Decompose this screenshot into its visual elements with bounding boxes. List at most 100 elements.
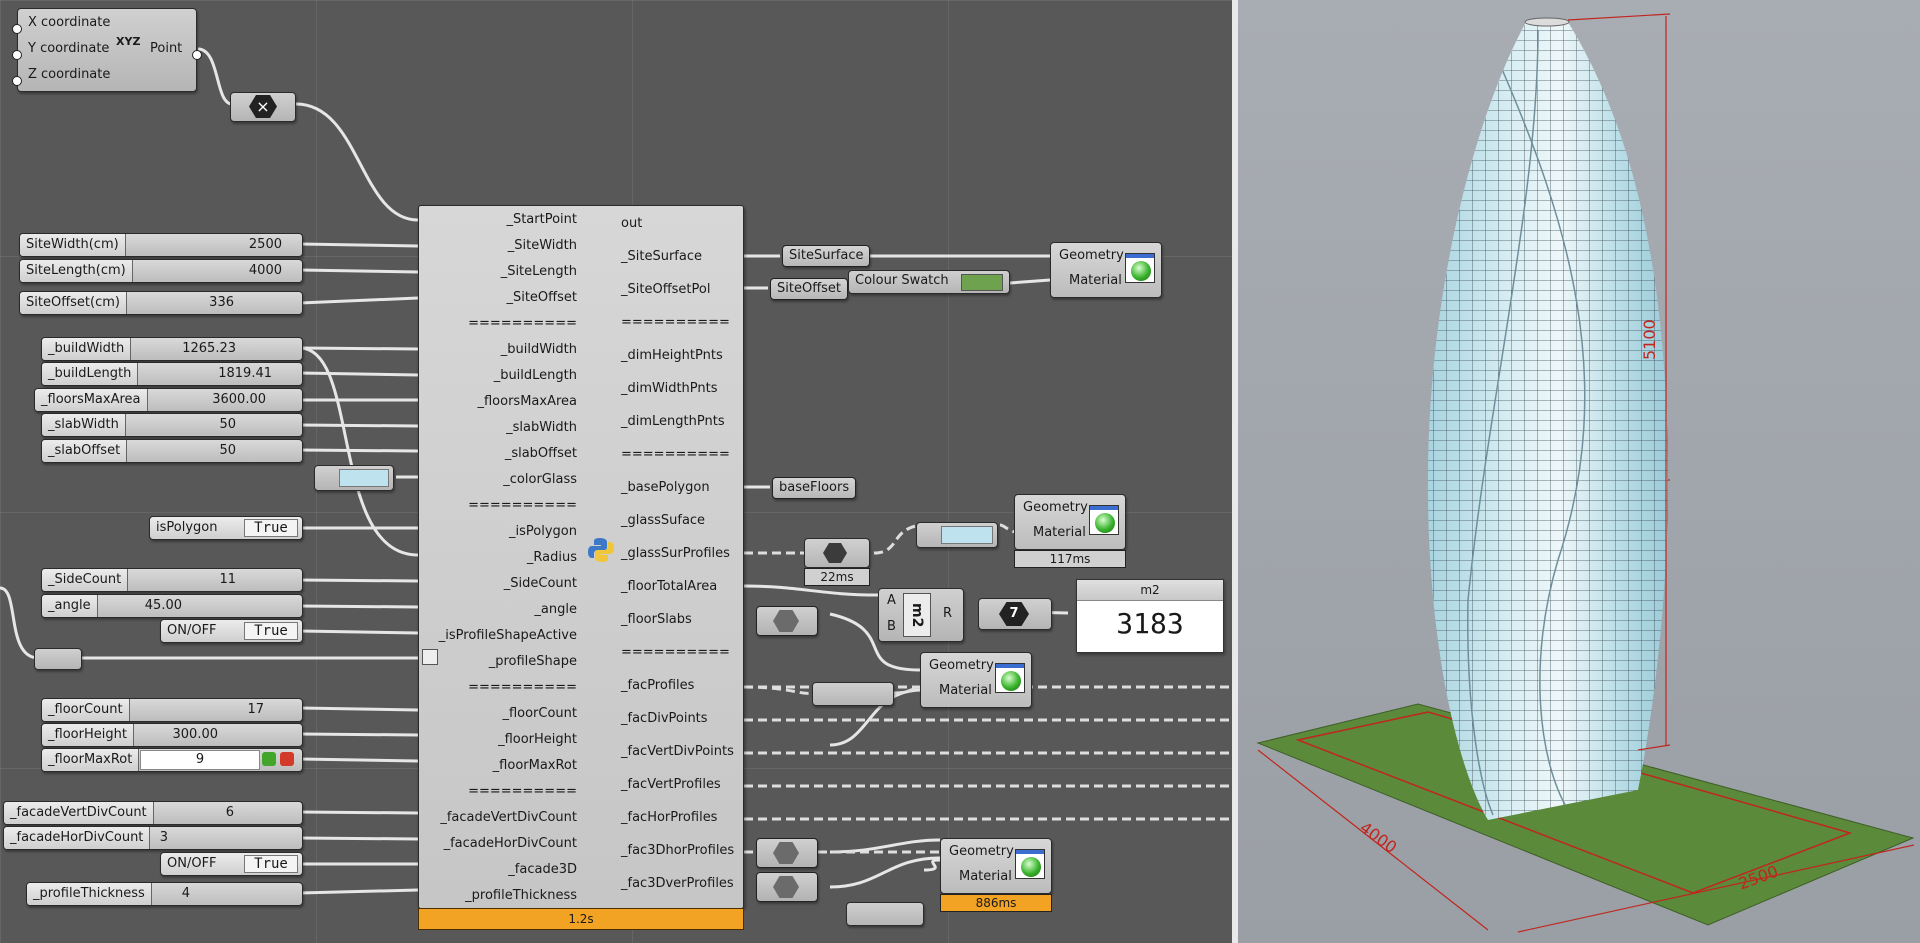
accept-icon[interactable] [262,752,276,766]
side-count-slider[interactable]: _SideCount 11 [41,568,303,592]
input-separator: ========== [468,680,577,695]
height-dimension-label: 5100 [1640,319,1659,360]
site-length-slider[interactable]: SiteLength(cm) 4000 [19,259,303,283]
base-floors-param[interactable]: baseFloors [772,477,857,499]
material-input-label: Material [1033,525,1086,540]
preview-icon [1089,505,1119,535]
input-b-label: B [887,619,896,634]
colour-swatch-component[interactable]: Colour Swatch [848,270,1010,294]
site-surface-param[interactable]: SiteSurface [782,245,871,267]
facade-hor-div-slider[interactable]: _facadeHorDivCount 3 [3,826,303,850]
x-input-port[interactable] [12,24,22,34]
preview-icon [1125,253,1155,283]
input-profile-thickness: _profileThickness [465,888,577,903]
output-dim-width-pnts: _dimWidthPnts [621,381,718,396]
custom-preview-site[interactable]: Geometry Material [1050,242,1162,298]
cancel-icon[interactable] [280,752,294,766]
profile-thickness-slider[interactable]: _profileThickness 4 [26,882,303,906]
custom-preview-fac3d[interactable]: Geometry Material [940,838,1052,894]
integer-component[interactable]: 7 [978,598,1052,630]
viewport-divider[interactable] [1232,0,1238,943]
glass-swatch-preview [339,469,389,487]
output-floor-slabs: _floorSlabs [621,612,692,627]
construct-point-component[interactable]: X coordinate Y coordinate Z coordinate X… [12,8,202,92]
wire-layer [0,47,1232,895]
slider-label: _profileThickness [27,883,152,905]
slider-label: SiteOffset(cm) [20,292,127,314]
grasshopper-canvas[interactable]: X coordinate Y coordinate Z coordinate X… [0,0,1232,943]
floors-max-area-slider[interactable]: _floorsMaxArea 3600.00 [34,388,303,412]
profile-shape-param[interactable] [34,648,82,670]
geometry-input-label: Geometry [1059,248,1124,263]
floor-max-rot-editor[interactable]: 9 [140,750,260,770]
site-offset-param[interactable]: SiteOffset [770,278,849,300]
glass-colour-swatch[interactable] [314,465,394,491]
glass-swatch-component[interactable] [916,522,998,548]
input-separator: ========== [468,498,577,513]
slider-value: 1265.23 [182,341,236,356]
build-width-slider[interactable]: _buildWidth 1265.23 [41,337,303,361]
slider-value: 17 [247,702,264,717]
input-floor-height: _floorHeight [498,732,577,747]
facade-vert-div-slider[interactable]: _facadeVertDivCount 6 [3,801,303,825]
material-input-label: Material [959,869,1012,884]
slider-value: 11 [219,572,236,587]
glass-profile-component[interactable] [804,538,870,568]
custom-preview-glass[interactable]: Geometry Material [1014,494,1126,550]
build-length-slider[interactable]: _buildLength 1819.41 [41,362,303,386]
output-fac-hor-profiles: _facHorProfiles [621,810,718,825]
input-color-glass: _colorGlass [503,472,577,487]
hexagon-icon [773,876,799,898]
output-out: out [621,216,643,231]
input-slab-offset: _slabOffset [504,446,577,461]
input-site-width: _SiteWidth [507,238,577,253]
material-input-label: Material [1069,273,1122,288]
slider-value: 336 [209,295,234,310]
python-script-component[interactable]: _StartPoint _SiteWidth _SiteLength _Site… [418,205,744,930]
area-panel[interactable]: m2 3183 [1076,579,1224,653]
profile-shape-toggle[interactable]: ON/OFF True [160,619,303,643]
input-is-polygon: _isPolygon [509,524,577,539]
xyz-icon: XYZ [116,35,141,48]
panel-title: m2 [1077,580,1223,601]
output-r-label: R [943,606,953,621]
area-unit-component[interactable]: A B m2 R [878,588,964,642]
rhino-viewport[interactable]: 5100 4000 2500 [1238,0,1920,943]
tower-geometry [1427,17,1668,820]
geometry-input-label: Geometry [929,658,994,673]
slider-value: 6 [225,805,234,820]
slab-width-slider[interactable]: _slabWidth 50 [41,413,303,437]
slider-value: 4 [181,886,190,901]
output-fac-profiles: _facProfiles [621,678,695,693]
site-width-slider[interactable]: SiteWidth(cm) 2500 [19,233,303,257]
z-input-port[interactable] [12,76,22,86]
slab-swatch-component[interactable] [812,682,894,706]
fac3d-swatch-component[interactable] [846,902,924,926]
slider-label: SiteLength(cm) [20,260,133,282]
y-input-port[interactable] [12,50,22,60]
site-offset-slider[interactable]: SiteOffset(cm) 336 [19,291,303,315]
floor-count-slider[interactable]: _floorCount 17 [41,698,303,722]
multiply-component[interactable]: × [230,92,296,122]
facade3d-toggle[interactable]: ON/OFF True [160,852,303,876]
output-base-polygon: _basePolygon [621,480,710,495]
glass-profile-timer: 22ms [804,568,870,586]
floor-slabs-hex-component[interactable] [756,606,818,636]
input-separator: ========== [468,784,577,799]
toggle-value: True [244,622,298,640]
slab-offset-slider[interactable]: _slabOffset 50 [41,439,303,463]
slider-label: _facadeHorDivCount [4,827,151,849]
toggle-label: ON/OFF [167,856,217,871]
fac3d-preview-timer: 886ms [940,894,1052,912]
point-output-port[interactable] [192,50,202,60]
panel-value: 3183 [1116,607,1184,640]
dimension-lines [1257,13,1915,933]
angle-slider[interactable]: _angle 45.00 [41,594,303,618]
fac3d-hor-hex-component[interactable] [756,838,818,868]
is-polygon-toggle[interactable]: isPolygon True [149,516,303,540]
fac3d-ver-hex-component[interactable] [756,872,818,902]
slider-label: _floorCount [42,699,130,721]
floor-max-rot-slider[interactable]: _floorMaxRot 9 [41,748,303,772]
floor-height-slider[interactable]: _floorHeight 300.00 [41,723,303,747]
custom-preview-floor-slabs[interactable]: Geometry Material [920,652,1032,708]
